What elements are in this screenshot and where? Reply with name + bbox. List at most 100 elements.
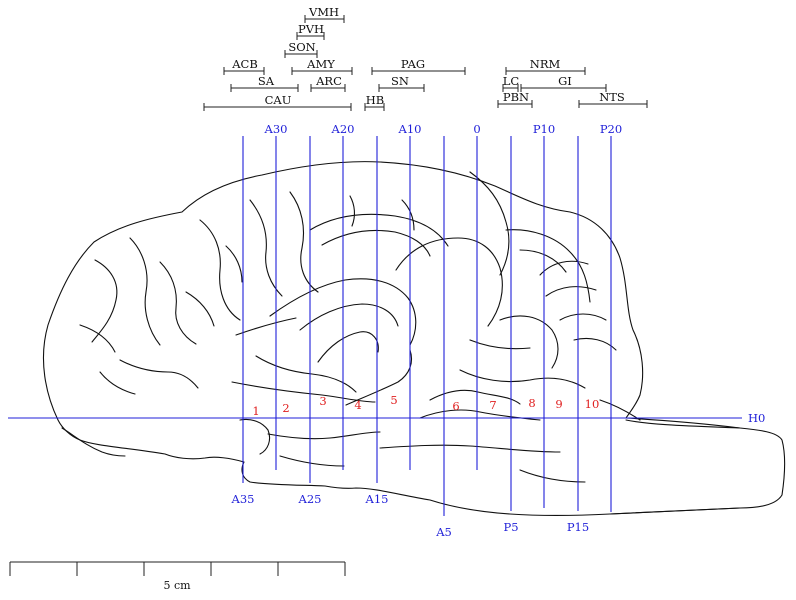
marginal-sulcus bbox=[309, 213, 449, 247]
bar-pvh-label: PVH bbox=[298, 22, 324, 36]
bar-gi-label: GI bbox=[558, 74, 572, 88]
spinal-cord-bottom bbox=[609, 507, 741, 515]
h0-label: H0 bbox=[748, 411, 765, 425]
coronal-label-a30: A30 bbox=[264, 122, 288, 136]
bar-acb-label: ACB bbox=[231, 57, 258, 71]
sylvian-sulcus bbox=[317, 331, 379, 363]
bar-cau-label: CAU bbox=[265, 93, 292, 107]
site-6: 6 bbox=[452, 399, 459, 413]
site-8: 8 bbox=[528, 396, 535, 410]
temporal-pole bbox=[239, 418, 271, 455]
brainstem-fold-1 bbox=[469, 339, 531, 350]
bar-sn: SN bbox=[378, 74, 425, 92]
bar-hb: HB bbox=[364, 93, 385, 111]
bar-pag: PAG bbox=[371, 57, 466, 75]
bar-lc: LC bbox=[502, 74, 520, 92]
coronal-sulcus bbox=[289, 191, 319, 293]
coronal-label-p15: P15 bbox=[567, 520, 589, 534]
ectosylvian-sulcus bbox=[299, 303, 399, 331]
bar-cau: CAU bbox=[203, 93, 352, 111]
optic-region bbox=[279, 455, 345, 467]
frontal-sulcus-2 bbox=[129, 237, 161, 346]
rhinal-sulcus bbox=[231, 381, 376, 403]
bar-sa-label: SA bbox=[258, 74, 275, 88]
site-9: 9 bbox=[555, 397, 562, 411]
cerebellum-folia-3 bbox=[545, 286, 597, 297]
scale-bar-label: 5 cm bbox=[163, 579, 191, 592]
brain-outline bbox=[43, 161, 786, 517]
tentorium-line bbox=[469, 171, 510, 276]
coronal-label-0: 0 bbox=[473, 122, 480, 136]
olfactory-groove bbox=[61, 427, 126, 457]
cerebellum-folia-1 bbox=[519, 249, 567, 273]
frontal-sulcus-3 bbox=[159, 261, 197, 345]
site-10: 10 bbox=[585, 397, 600, 411]
bar-pbn: PBN bbox=[497, 90, 533, 108]
cerebellum-lobe bbox=[499, 315, 559, 369]
coronal-label-a5: A5 bbox=[435, 525, 452, 539]
lateral-sulcus bbox=[321, 229, 431, 257]
cerebellum-folia-5 bbox=[573, 337, 617, 351]
frontal-sulcus-7 bbox=[199, 219, 241, 321]
scale-bar: 5 cm bbox=[9, 561, 346, 592]
site-7: 7 bbox=[489, 398, 496, 412]
brain-drawing bbox=[43, 161, 786, 517]
bar-gi: GI bbox=[520, 74, 607, 92]
coronal-label-a35: A35 bbox=[231, 492, 255, 506]
bar-acb: ACB bbox=[223, 57, 265, 75]
bar-arc-label: ARC bbox=[315, 74, 342, 88]
bar-nts: NTS bbox=[578, 90, 648, 108]
site-1: 1 bbox=[252, 404, 259, 418]
site-4: 4 bbox=[354, 398, 361, 412]
frontal-sulcus-8 bbox=[185, 291, 215, 327]
bar-vmh: VMH bbox=[304, 5, 345, 23]
brainstem-fold-2 bbox=[459, 369, 586, 389]
cortex-sulcus-b bbox=[401, 199, 415, 231]
coronal-label-p10: P10 bbox=[533, 122, 555, 136]
hypothalamus-edge bbox=[267, 431, 381, 440]
bar-vmh-label: VMH bbox=[308, 5, 339, 19]
bar-nts-label: NTS bbox=[599, 90, 625, 104]
medulla-upper bbox=[599, 399, 641, 421]
bar-sn-label: SN bbox=[391, 74, 409, 88]
site-5: 5 bbox=[390, 393, 397, 407]
bar-sa: SA bbox=[230, 74, 299, 92]
nerve-roots bbox=[519, 469, 586, 483]
frontal-sulcus-5 bbox=[119, 359, 199, 389]
coronal-label-a20: A20 bbox=[331, 122, 355, 136]
bar-pbn-label: PBN bbox=[503, 90, 529, 104]
bar-arc: ARC bbox=[310, 74, 346, 92]
temporal-sulcus bbox=[255, 355, 357, 393]
suprasylvian-sulcus bbox=[269, 278, 417, 346]
coronal-label-a25: A25 bbox=[298, 492, 322, 506]
ventral-brainstem bbox=[379, 444, 561, 453]
bar-pvh: PVH bbox=[296, 22, 325, 40]
coronal-label-p5: P5 bbox=[503, 520, 518, 534]
bar-son-label: SON bbox=[288, 40, 315, 54]
frontal-sulcus-6 bbox=[99, 371, 136, 395]
ansate-sulcus bbox=[235, 317, 297, 336]
cerebellum-vermis bbox=[505, 229, 591, 303]
site-3: 3 bbox=[319, 394, 326, 408]
cruciate-sulcus bbox=[249, 199, 283, 297]
horizontal-plane: H0 bbox=[8, 411, 765, 425]
frontal-sulcus-1 bbox=[91, 259, 118, 343]
coronal-label-a15: A15 bbox=[365, 492, 389, 506]
cortex-sulcus-c bbox=[225, 245, 243, 283]
frontal-sulcus-4 bbox=[79, 324, 116, 353]
piriform-lobe bbox=[345, 349, 413, 406]
spinal-cord-top bbox=[625, 419, 741, 429]
bar-hb-label: HB bbox=[366, 93, 384, 107]
bar-nrm: NRM bbox=[505, 57, 586, 75]
bar-nrm-label: NRM bbox=[530, 57, 561, 71]
cerebellum-folia-4 bbox=[559, 313, 607, 321]
cortex-sulcus-a bbox=[349, 195, 355, 227]
cerebral-posterior-edge bbox=[395, 237, 503, 327]
bar-lc-label: LC bbox=[503, 74, 520, 88]
coronal-label-p20: P20 bbox=[600, 122, 622, 136]
